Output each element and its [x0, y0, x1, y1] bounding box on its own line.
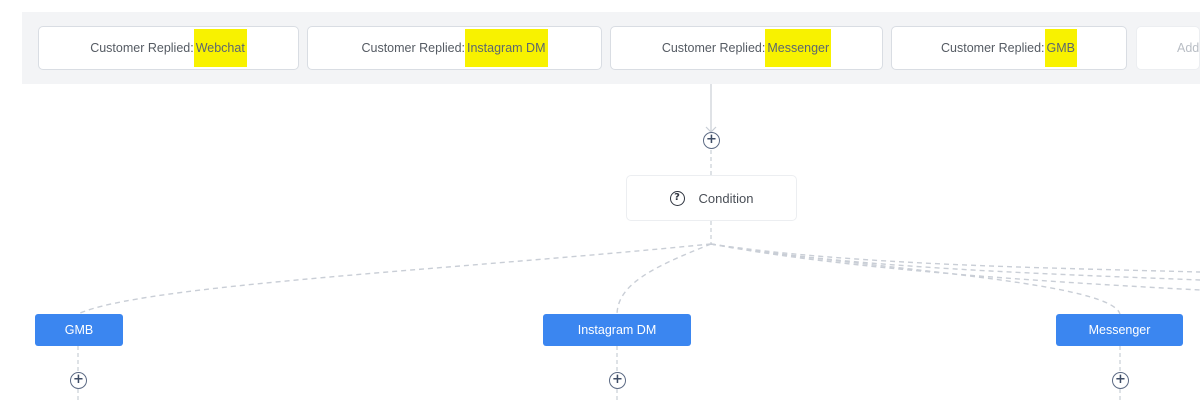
branch-gmb[interactable]: GMB [35, 314, 123, 346]
add-trigger-button[interactable]: Add [1136, 26, 1200, 70]
trigger-card-instagram-dm[interactable]: Customer Replied:Instagram DM [307, 26, 602, 70]
branch-connector-instagram-dm [616, 243, 712, 315]
branch-connector-offscreen-1 [710, 243, 1200, 273]
trigger-channel: Messenger [765, 29, 832, 67]
add-step-instagram-plus-icon[interactable]: + [609, 372, 626, 389]
branch-connector-offscreen-2 [710, 243, 1200, 281]
trigger-channel: Webchat [193, 29, 247, 67]
trigger-card-messenger[interactable]: Customer Replied:Messenger [610, 26, 883, 70]
trigger-prefix: Customer Replied: [90, 41, 194, 55]
branch-label: Instagram DM [577, 323, 657, 337]
branch-label: Messenger [1088, 323, 1151, 337]
condition-label: Condition [698, 190, 754, 206]
branch-connector-gmb [77, 243, 712, 315]
branch-connector-messenger [710, 243, 1121, 315]
trigger-channel: GMB [1044, 29, 1077, 67]
trigger-prefix: Customer Replied: [941, 41, 1045, 55]
branch-messenger[interactable]: Messenger [1056, 314, 1183, 346]
branch-instagram-dm[interactable]: Instagram DM [543, 314, 691, 346]
trigger-prefix: Customer Replied: [361, 41, 465, 55]
question-circle-icon: ? [669, 190, 685, 206]
add-step-plus-icon[interactable]: + [703, 132, 720, 149]
trigger-card-webchat[interactable]: Customer Replied:Webchat [38, 26, 299, 70]
condition-node[interactable]: ? Condition [626, 175, 797, 221]
trigger-card-gmb[interactable]: Customer Replied:GMB [891, 26, 1127, 70]
branch-label: GMB [64, 323, 94, 337]
add-step-gmb-plus-icon[interactable]: + [70, 372, 87, 389]
trigger-channel: Instagram DM [465, 29, 548, 67]
trigger-prefix: Customer Replied: [661, 41, 766, 55]
add-step-messenger-plus-icon[interactable]: + [1112, 372, 1129, 389]
branch-connector-offscreen-3 [710, 243, 1200, 291]
add-trigger-label: Add [1177, 41, 1200, 55]
